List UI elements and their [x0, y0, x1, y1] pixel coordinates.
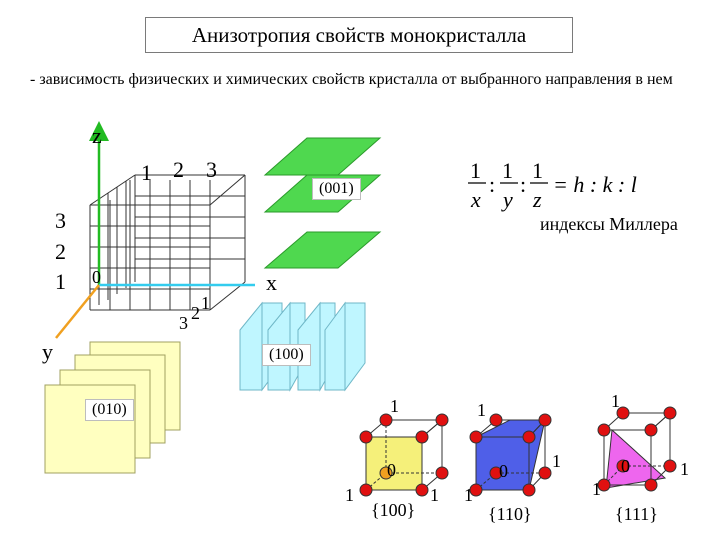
z-tick-1: 1	[55, 269, 66, 294]
x-tick-2: 2	[173, 157, 184, 182]
cube-100	[359, 413, 449, 497]
miller-den-y: y	[503, 187, 513, 212]
x-tick-3: 3	[206, 157, 217, 182]
cube-111-right: 1	[680, 459, 689, 479]
miller-sep-1: :	[489, 172, 496, 197]
cube-100-origin: 0	[387, 460, 396, 480]
planes-001	[263, 137, 382, 269]
plane-010-label: (010)	[85, 399, 134, 421]
cube-110-top: 1	[477, 400, 486, 420]
cube-111-left: 1	[592, 479, 601, 499]
cube-110-right: 1	[552, 451, 561, 471]
miller-caption: индексы Миллера	[538, 214, 680, 234]
title: Анизотропия свойств монокристалла	[145, 17, 573, 53]
miller-num-1: 1	[470, 158, 481, 183]
intro-text: - зависимость физических и химических св…	[30, 71, 673, 88]
cube-100-right: 1	[430, 485, 439, 505]
cube-110-origin: 0	[499, 461, 508, 481]
plane-100-label: (100)	[262, 344, 311, 366]
cube-100-top: 1	[390, 396, 399, 416]
cube-110-left: 1	[464, 485, 473, 505]
cube-100-caption: {100}	[371, 500, 416, 520]
x-tick-1: 1	[141, 160, 152, 185]
z-tick-3: 3	[55, 208, 66, 233]
plane-001-label: (001)	[312, 178, 361, 200]
plane-001-a	[263, 137, 382, 176]
cube-111-origin: 0	[621, 456, 630, 476]
z-axis-label: z	[92, 123, 102, 148]
y-tick-2: 2	[191, 303, 200, 323]
x-axis-label: x	[266, 270, 277, 295]
y-axis-label: y	[42, 339, 53, 364]
cube-111	[597, 406, 677, 492]
cube-100-left: 1	[345, 485, 354, 505]
z-tick-2: 2	[55, 239, 66, 264]
y-tick-1: 1	[201, 293, 210, 313]
miller-den-x: x	[471, 187, 481, 212]
cube-110	[469, 413, 552, 497]
miller-num-2: 1	[502, 158, 513, 183]
miller-num-3: 1	[532, 158, 543, 183]
cube-111-top: 1	[611, 391, 620, 411]
cube-111-caption: {111}	[615, 504, 658, 524]
cube-110-caption: {110}	[488, 504, 532, 524]
origin-label: 0	[92, 267, 101, 287]
miller-den-z: z	[533, 187, 542, 212]
y-tick-3: 3	[179, 313, 188, 333]
y-axis	[55, 284, 100, 339]
miller-result: = h : k : l	[553, 172, 637, 197]
miller-sep-2: :	[520, 172, 527, 197]
lattice-grid	[89, 174, 246, 311]
plane-001-c	[263, 231, 382, 269]
